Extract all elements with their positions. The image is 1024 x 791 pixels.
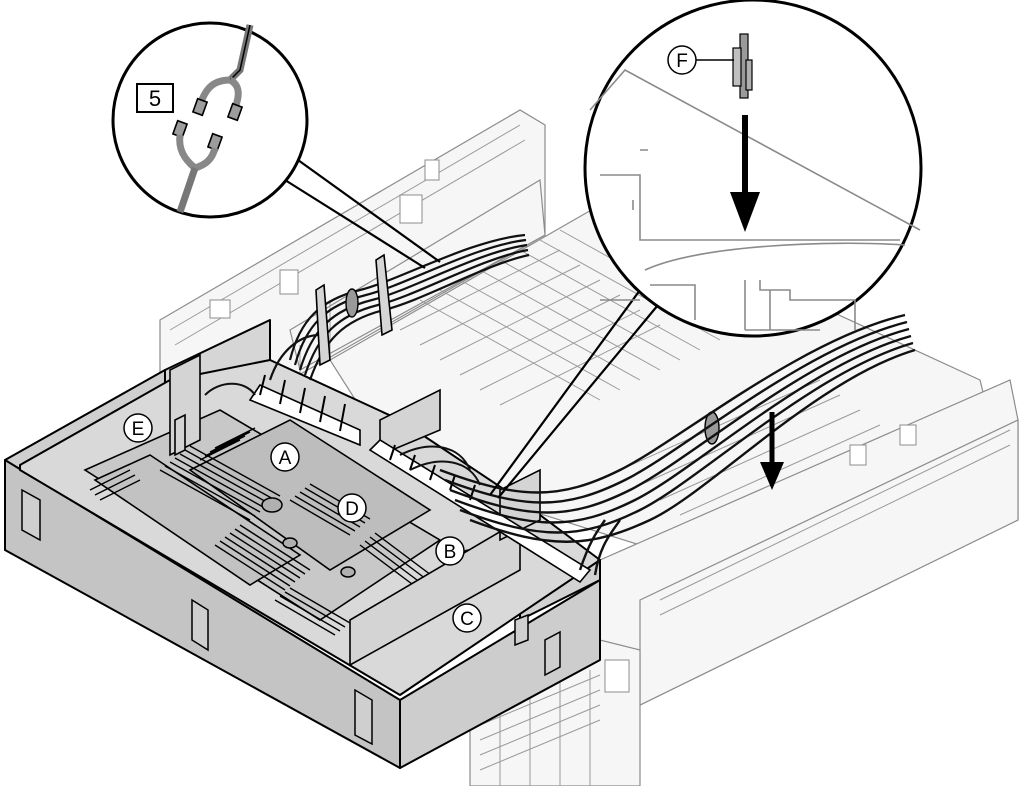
callout-e: E — [123, 413, 153, 443]
cable-bundle-front — [439, 313, 916, 576]
callout-a: A — [270, 442, 300, 472]
callout-d: D — [337, 493, 367, 523]
housing-clips — [21, 488, 561, 746]
wire-comb-b — [368, 438, 592, 584]
callout-c: C — [452, 603, 482, 633]
callout-b: B — [435, 536, 465, 566]
cable-loose — [204, 382, 481, 486]
cable-posts — [315, 253, 393, 367]
svg-text:E: E — [132, 419, 145, 440]
leader-lines — [284, 159, 659, 499]
down-arrow-small — [760, 412, 784, 490]
heat-sink-ridges — [89, 427, 436, 636]
down-arrow-large — [730, 115, 760, 232]
svg-text:C: C — [460, 609, 474, 630]
step-number: 5 — [149, 86, 161, 111]
wire-comb-a — [248, 374, 361, 447]
step-number-box: 5 — [136, 83, 174, 113]
detail-circle-left — [111, 21, 309, 219]
svg-text:B: B — [444, 542, 457, 563]
svg-text:D: D — [345, 499, 359, 520]
detail-circle-right — [583, 0, 923, 338]
rear-housing-features — [209, 159, 917, 693]
svg-text:A: A — [279, 448, 292, 469]
deck-detail — [169, 124, 1011, 786]
svg-text:F: F — [676, 51, 688, 72]
callout-f: F — [667, 45, 697, 75]
